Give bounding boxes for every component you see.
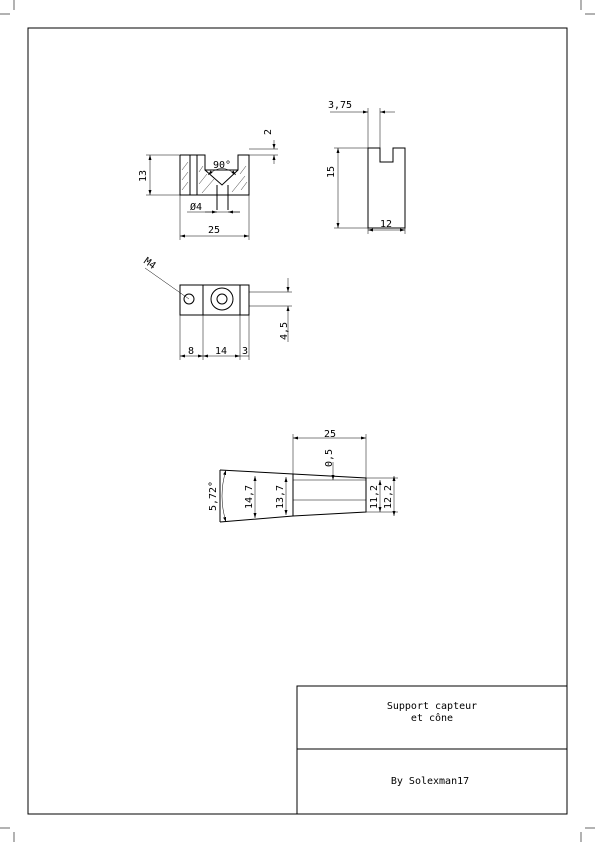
dim-side-width: 12 — [380, 219, 392, 230]
dim-top-thread: M4 — [141, 256, 157, 272]
dim-cone-d2: 13,7 — [275, 485, 286, 509]
dim-side-slot: 3,75 — [328, 100, 352, 111]
title-block — [296, 685, 568, 815]
dim-front-width: 25 — [208, 225, 220, 236]
dim-cone-length: 25 — [324, 429, 336, 440]
title-line-1: Support capteur — [387, 701, 477, 712]
dim-top-b: 14 — [215, 346, 227, 357]
side-view — [367, 147, 406, 229]
cone-dimensions — [221, 434, 398, 523]
dim-front-top: 2 — [263, 129, 274, 135]
dim-cone-gap: 0,5 — [324, 449, 335, 467]
author-label: By Solexman17 — [391, 776, 469, 787]
dim-cone-d3: 11,2 — [369, 485, 380, 509]
dim-front-height: 13 — [138, 170, 149, 182]
dim-cone-d1: 14,7 — [244, 485, 255, 509]
side-dimensions — [330, 108, 406, 234]
dim-cone-d4: 12,2 — [383, 485, 394, 509]
cone-view — [219, 469, 367, 523]
top-view — [179, 284, 292, 316]
front-section-view — [179, 154, 250, 210]
dim-top-side: 4,5 — [279, 322, 290, 340]
dim-top-c: 3 — [242, 346, 248, 357]
dim-front-hole: Ø4 — [190, 201, 202, 213]
dim-top-a: 8 — [188, 346, 194, 357]
dim-side-height: 15 — [326, 166, 337, 178]
top-dimensions — [144, 267, 290, 360]
dim-front-angle: 90° — [213, 160, 231, 171]
front-dimensions — [146, 140, 278, 240]
title-line-2: et cône — [411, 712, 453, 724]
dim-cone-angle: 5,72° — [208, 481, 219, 511]
